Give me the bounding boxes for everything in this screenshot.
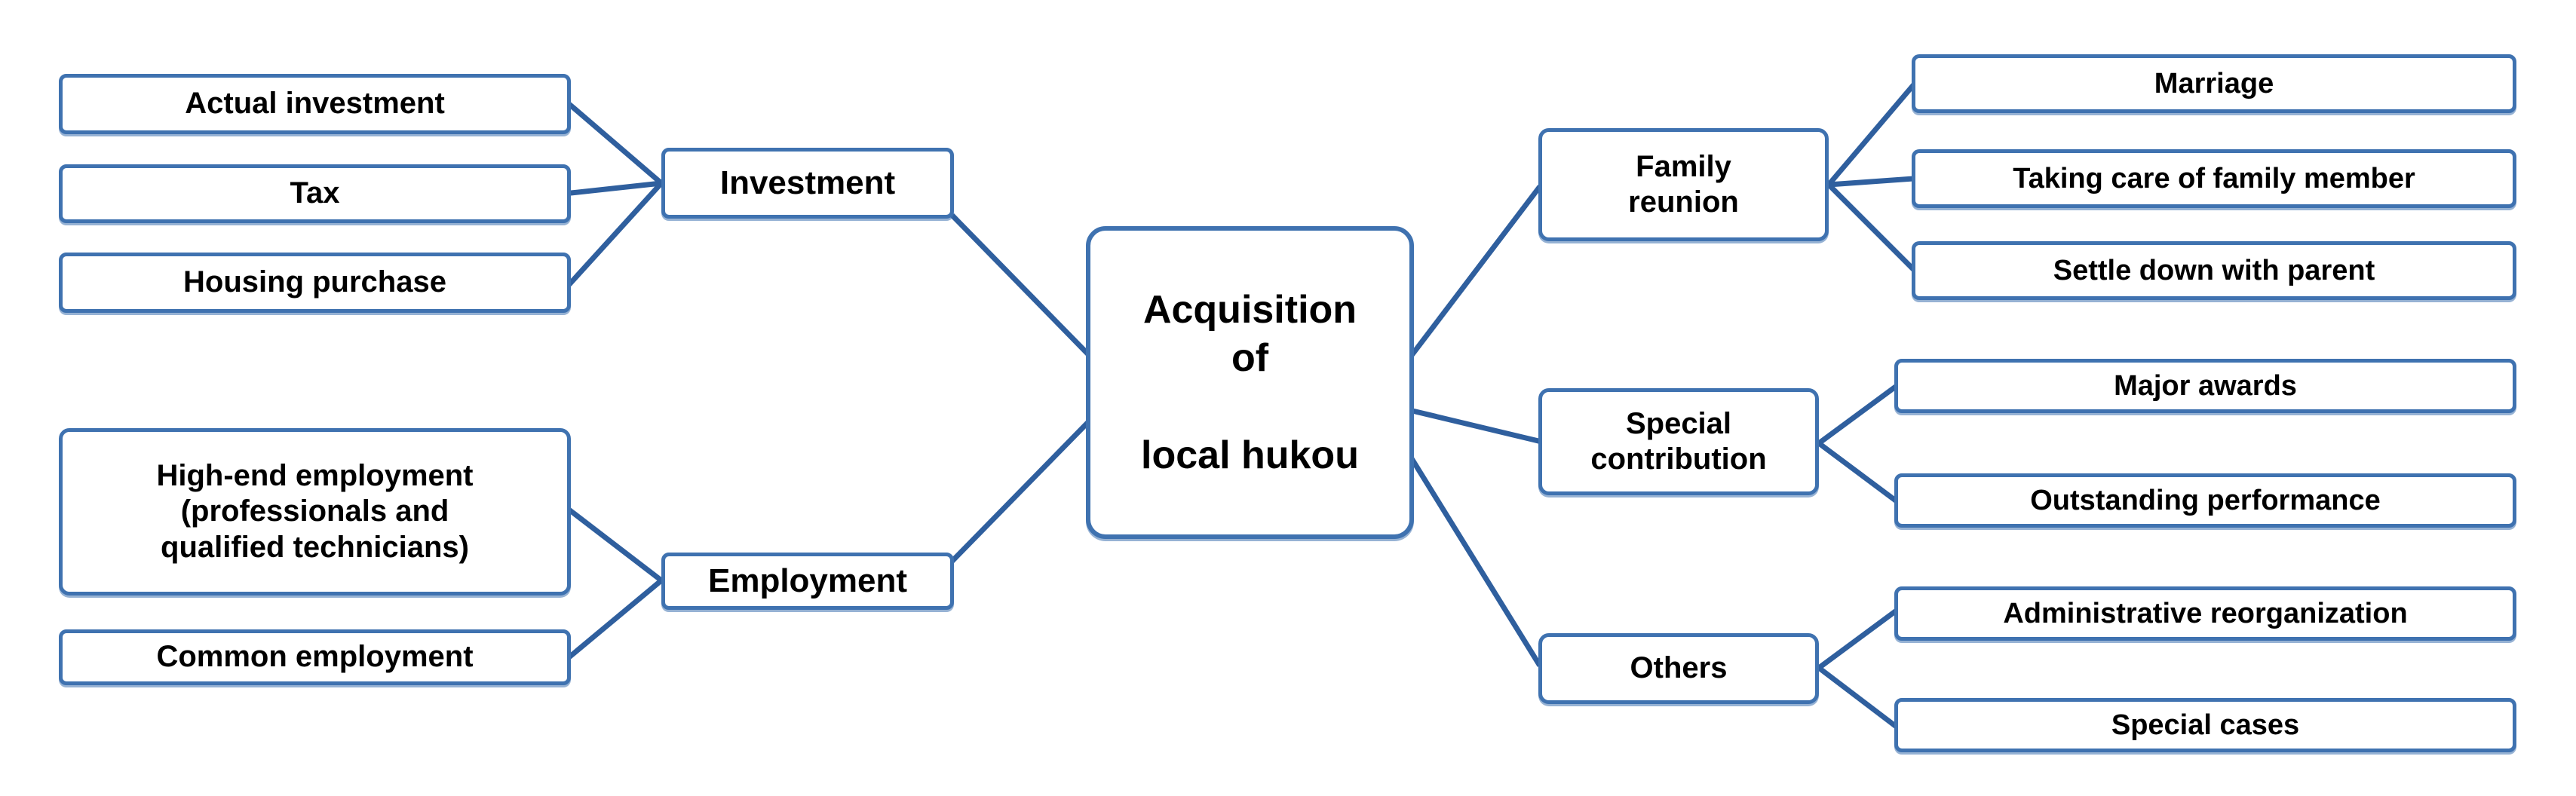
- node-label: Outstanding performance: [2030, 484, 2381, 516]
- node-label: Actual investment: [185, 87, 445, 121]
- edge-family-reunion-to-taking-care: [1826, 176, 1917, 188]
- node-label: Family reunion: [1628, 149, 1739, 219]
- node-administrative-reorganization[interactable]: Administrative reorganization: [1894, 586, 2516, 641]
- node-family-reunion[interactable]: Family reunion: [1538, 128, 1829, 241]
- node-housing-purchase[interactable]: Housing purchase: [59, 253, 571, 313]
- edge-high-end-employment-to-employment: [567, 507, 665, 584]
- edge-family-reunion-to-marriage: [1825, 81, 1918, 188]
- node-acquisition-of-local-hukou[interactable]: Acquisition of local hukou: [1086, 226, 1414, 539]
- node-settle-down-with-parent[interactable]: Settle down with parent: [1912, 241, 2516, 300]
- node-label: Housing purchase: [183, 265, 446, 299]
- edge-family-reunion-to-settle-down: [1825, 181, 1918, 274]
- node-label: Special contribution: [1590, 406, 1767, 476]
- node-label: Common employment: [156, 640, 474, 674]
- edge-tax-to-investment: [568, 180, 664, 196]
- edge-special-contribution-to-outstanding: [1815, 439, 1900, 505]
- node-label: Taking care of family member: [2013, 162, 2415, 194]
- node-common-employment[interactable]: Common employment: [59, 629, 571, 685]
- node-label: Employment: [707, 562, 908, 600]
- edge-center-to-others: [1409, 456, 1542, 667]
- node-special-cases[interactable]: Special cases: [1894, 698, 2516, 752]
- node-label: High-end employment (professionals and q…: [156, 459, 474, 564]
- node-label: Special cases: [2111, 709, 2300, 741]
- edge-center-to-special-contribution: [1409, 407, 1542, 445]
- edge-center-to-family-reunion: [1409, 185, 1542, 358]
- node-label: Administrative reorganization: [2003, 597, 2408, 629]
- node-major-awards[interactable]: Major awards: [1894, 359, 2516, 413]
- edge-special-contribution-to-major-awards: [1815, 382, 1900, 447]
- node-label: Others: [1630, 651, 1728, 685]
- node-label: Major awards: [2114, 369, 2297, 402]
- node-label: Investment: [719, 164, 896, 202]
- node-tax[interactable]: Tax: [59, 164, 571, 223]
- edge-actual-investment-to-investment: [567, 102, 665, 187]
- node-employment[interactable]: Employment: [661, 553, 954, 610]
- node-high-end-employment[interactable]: High-end employment (professionals and q…: [59, 428, 571, 595]
- edge-employment-to-center: [950, 418, 1092, 563]
- page-title: Acquisition of local hukou: [1141, 287, 1359, 477]
- node-label: Settle down with parent: [2053, 254, 2375, 286]
- node-taking-care-of-family-member[interactable]: Taking care of family member: [1912, 149, 2516, 208]
- edge-others-to-administrative: [1815, 608, 1898, 672]
- edge-common-employment-to-employment: [567, 577, 665, 660]
- edge-others-to-special-cases: [1815, 664, 1898, 729]
- node-label: Marriage: [2154, 67, 2274, 100]
- node-special-contribution[interactable]: Special contribution: [1538, 388, 1819, 495]
- node-label: Tax: [290, 176, 340, 210]
- node-actual-investment[interactable]: Actual investment: [59, 74, 571, 134]
- edge-investment-to-center: [950, 213, 1092, 358]
- node-investment[interactable]: Investment: [661, 148, 954, 219]
- edge-housing-purchase-to-investment: [567, 179, 665, 286]
- node-marriage[interactable]: Marriage: [1912, 54, 2516, 113]
- node-others[interactable]: Others: [1538, 633, 1819, 704]
- node-outstanding-performance[interactable]: Outstanding performance: [1894, 473, 2516, 528]
